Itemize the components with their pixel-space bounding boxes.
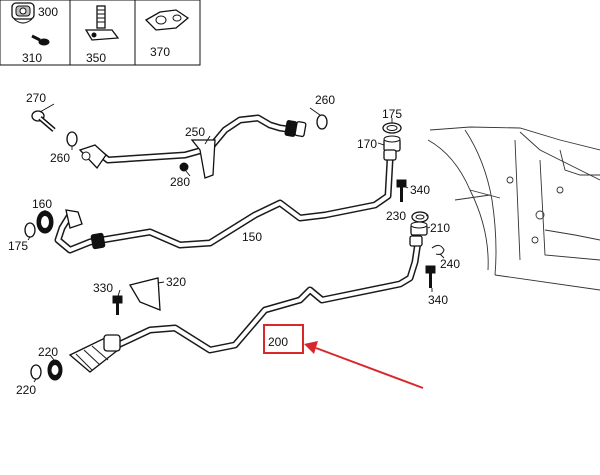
label-370: 370	[150, 45, 170, 59]
label-260-right: 260	[315, 93, 335, 107]
label-210: 210	[430, 221, 450, 235]
label-170: 170	[357, 137, 377, 151]
part-320-bracket[interactable]	[128, 277, 161, 311]
label-250: 250	[185, 125, 205, 139]
label-340-lower: 340	[428, 293, 448, 307]
label-260-left: 260	[50, 151, 70, 165]
highlight-arrow-head	[304, 341, 318, 354]
highlight-box	[263, 324, 304, 354]
part-260-ring-left[interactable]	[66, 131, 78, 147]
label-330: 330	[93, 281, 113, 295]
part-210-fitting[interactable]	[410, 221, 428, 236]
part-175-ring-top[interactable]	[382, 122, 402, 134]
label-160: 160	[32, 197, 52, 211]
label-220-upper: 220	[38, 345, 58, 359]
label-240: 240	[440, 257, 460, 271]
upper-line-250[interactable]	[78, 114, 307, 179]
part-240-clip[interactable]	[431, 244, 445, 256]
label-350: 350	[86, 51, 106, 65]
part-370-clip[interactable]	[144, 9, 190, 31]
highlight-arrow-line	[315, 347, 424, 389]
part-260-ring-right[interactable]	[316, 114, 328, 130]
label-200: 200	[268, 335, 288, 349]
label-150: 150	[242, 230, 262, 244]
part-340-bolt-upper[interactable]	[396, 179, 407, 202]
part-340-bolt-lower[interactable]	[425, 265, 436, 288]
part-175-ring-left[interactable]	[24, 222, 36, 238]
part-230-ring[interactable]	[411, 211, 429, 223]
callout-labels: 270 260 250 260 280 175 170 340 160 175 …	[8, 91, 460, 397]
label-310: 310	[22, 51, 42, 65]
part-310-screw[interactable]	[31, 34, 50, 46]
label-270: 270	[26, 91, 46, 105]
part-300-grommet[interactable]	[11, 2, 35, 24]
label-175-top: 175	[382, 107, 402, 121]
inset-boxes: 300 310 350 370	[0, 0, 201, 66]
lower-line-200[interactable]	[68, 235, 423, 373]
middle-line-150[interactable]	[54, 149, 397, 254]
highlight-callout: 200	[263, 324, 424, 389]
part-220-rings[interactable]	[30, 359, 63, 381]
label-220-lower: 220	[16, 383, 36, 397]
label-175-left: 175	[8, 239, 28, 253]
part-270-bolt[interactable]	[31, 110, 56, 132]
label-280: 280	[170, 175, 190, 189]
label-230: 230	[386, 209, 406, 223]
label-340-upper: 340	[410, 183, 430, 197]
part-350-fitting[interactable]	[84, 5, 120, 41]
label-300: 300	[38, 5, 58, 19]
transmission-housing	[427, 126, 600, 291]
part-330-bolt[interactable]	[112, 295, 123, 315]
label-320: 320	[166, 275, 186, 289]
leader-lines	[27, 103, 445, 383]
part-160-seal[interactable]	[36, 210, 54, 234]
part-170-fitting[interactable]	[383, 135, 401, 152]
